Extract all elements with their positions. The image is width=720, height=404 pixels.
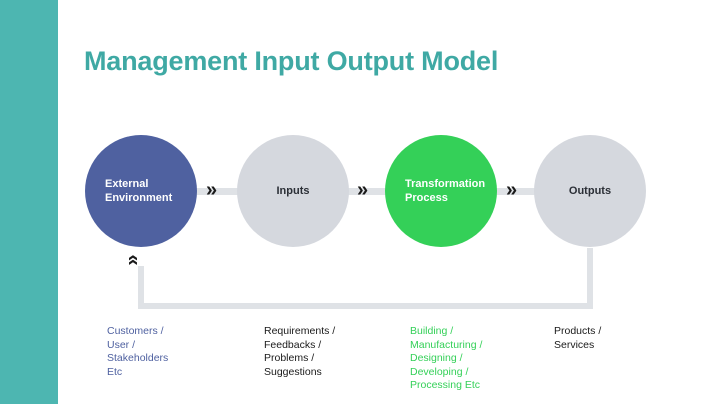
node-inputs: Inputs	[237, 135, 349, 247]
caption-external-environment: Customers / User / Stakeholders Etc	[107, 325, 169, 378]
chevron-right-icon: »	[206, 179, 217, 201]
connector-transformation-outputs	[496, 188, 536, 195]
connector-external-inputs	[196, 188, 240, 195]
node-transformation-process: Transformation Process	[385, 135, 497, 247]
chevron-right-icon: »	[506, 179, 517, 201]
diagram-title: Management Input Output Model	[84, 46, 499, 76]
node-external-environment: External Environment	[85, 135, 197, 247]
caption-transformation-process: Building / Manufacturing / Designing / D…	[410, 325, 483, 391]
node-inputs-label: Inputs	[276, 185, 310, 197]
caption-inputs: Requirements / Feedbacks / Problems / Su…	[264, 325, 336, 378]
node-outputs-label: Outputs	[568, 185, 612, 197]
side-accent-bar	[0, 0, 58, 404]
chevron-right-icon: »	[357, 179, 368, 201]
caption-outputs: Products / Services	[554, 325, 602, 351]
connector-inputs-transformation	[347, 188, 389, 195]
feedback-loop-line	[138, 248, 593, 309]
node-transformation-process-label: Transformation Process	[405, 178, 486, 204]
node-outputs: Outputs	[534, 135, 646, 247]
node-external-environment-label: External Environment	[105, 178, 173, 204]
chevron-up-icon: «	[122, 254, 145, 260]
